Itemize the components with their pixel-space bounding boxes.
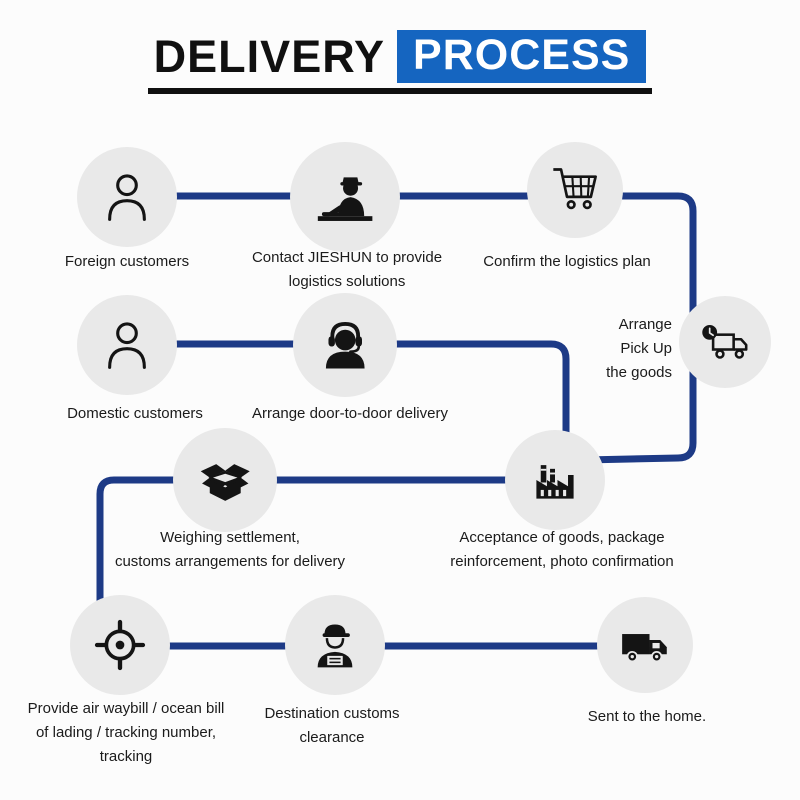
label-arrange-pickup: Arrange Pick Up the goods <box>606 316 672 381</box>
label-foreign-customers: Foreign customers <box>64 253 190 270</box>
node-foreign-customers <box>77 147 177 247</box>
page-title-inner: DELIVERY PROCESS <box>147 30 653 94</box>
title-word-delivery: DELIVERY <box>153 30 386 82</box>
node-domestic-customers <box>77 295 177 395</box>
factory-icon <box>536 465 574 499</box>
headset-agent-icon <box>325 321 365 369</box>
label-confirm-plan: Confirm the logistics plan <box>483 253 651 270</box>
node-sent-home <box>597 597 693 693</box>
person-icon <box>108 174 146 221</box>
node-waybill-tracking <box>70 595 170 695</box>
cap-agent-document-icon <box>317 624 353 668</box>
truck-clock-icon <box>702 325 748 360</box>
label-waybill-tracking: Provide air waybill / ocean bill of ladi… <box>27 700 225 765</box>
delivery-truck-icon <box>622 634 668 663</box>
shopping-cart-icon <box>553 168 598 210</box>
target-tracking-icon <box>94 619 146 671</box>
label-acceptance-goods: Acceptance of goods, package reinforceme… <box>450 529 674 570</box>
node-door-to-door <box>293 293 397 397</box>
flow-line-second-row <box>127 340 570 450</box>
label-door-to-door: Arrange door-to-door delivery <box>252 405 448 422</box>
open-box-icon <box>200 463 250 501</box>
label-destination-customs: Destination customs clearance <box>264 705 400 746</box>
label-contact-jieshun: Contact JIESHUN to provide logistics sol… <box>251 249 443 290</box>
node-weighing-settlement <box>173 428 277 532</box>
node-confirm-plan <box>527 142 623 238</box>
label-domestic-customers: Domestic customers <box>67 405 203 422</box>
label-sent-home: Sent to the home. <box>587 708 707 725</box>
person-icon <box>108 322 146 369</box>
customs-officer-icon <box>317 177 373 221</box>
node-contact-jieshun <box>290 142 400 252</box>
node-arrange-pickup <box>679 296 771 388</box>
label-weighing-settlement: Weighing settlement, customs arrangement… <box>114 529 346 570</box>
title-word-process: PROCESS <box>397 30 647 83</box>
node-acceptance-goods <box>505 430 605 530</box>
node-destination-customs <box>285 595 385 695</box>
page-title: DELIVERY PROCESS <box>0 30 800 94</box>
flow-line-third-row <box>96 476 555 630</box>
